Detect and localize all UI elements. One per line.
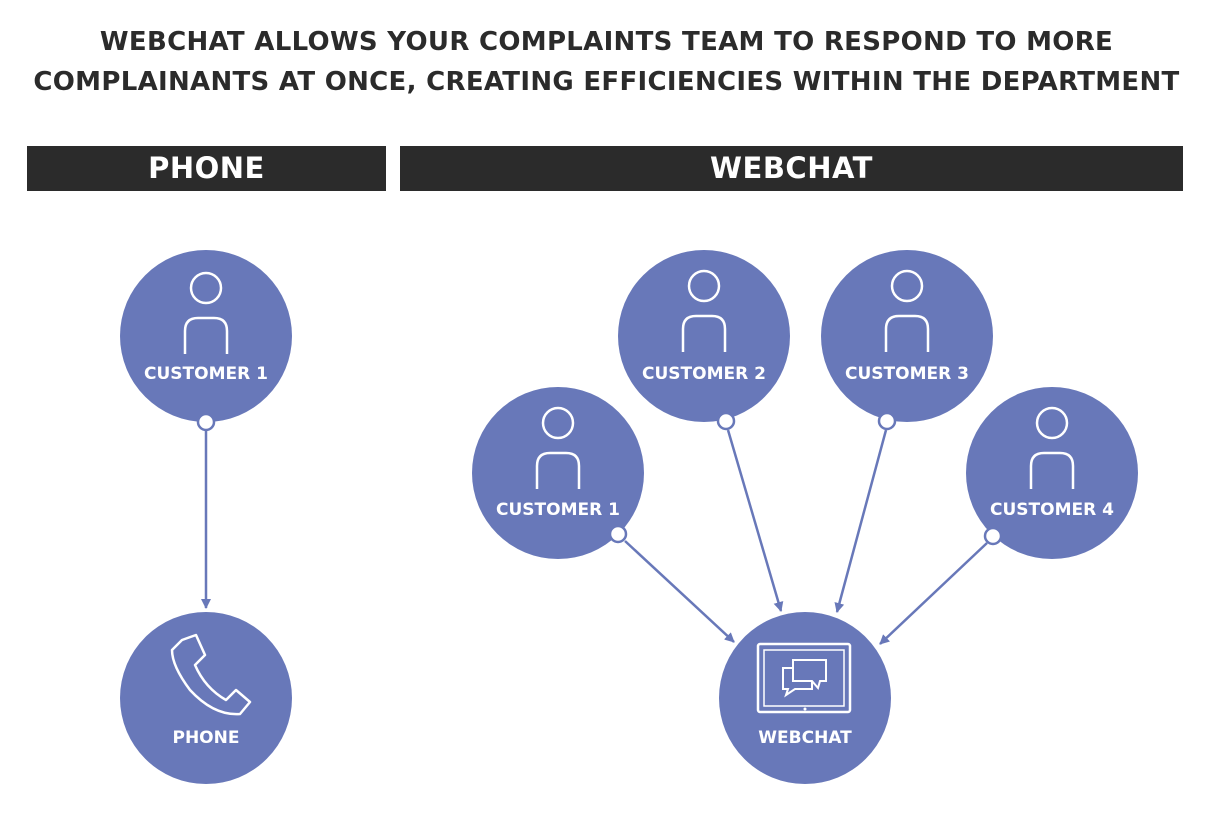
- webchat-customer-2-node: CUSTOMER 2: [618, 250, 790, 431]
- phone-customer-1-node: CUSTOMER 1: [120, 250, 292, 432]
- webchat-customer-2-label: CUSTOMER 2: [642, 364, 766, 384]
- webchat-customer-1-label: CUSTOMER 1: [496, 500, 620, 520]
- connector-dot: [608, 524, 628, 544]
- webchat-customer-4-label: CUSTOMER 4: [990, 500, 1114, 520]
- phone-node: PHONE: [120, 612, 292, 784]
- page-title: WEBCHAT ALLOWS YOUR COMPLAINTS TEAM TO R…: [0, 22, 1213, 102]
- title-line-1: WEBCHAT ALLOWS YOUR COMPLAINTS TEAM TO R…: [99, 27, 1114, 57]
- connector-webchat-customer-3: [834, 429, 888, 613]
- webchat-customer-3-label: CUSTOMER 3: [845, 364, 969, 384]
- chat-bubbles-monitor-icon: [756, 642, 852, 714]
- webchat-customer-1-node: CUSTOMER 1: [472, 387, 644, 559]
- phone-node-label: PHONE: [173, 728, 240, 748]
- webchat-node-label: WEBCHAT: [758, 728, 852, 748]
- connector-dot: [877, 411, 897, 431]
- connector-webchat-customer-4: [879, 542, 988, 645]
- connector-lines: [201, 429, 988, 645]
- connector-webchat-customer-1: [624, 540, 735, 643]
- webchat-node: WEBCHAT: [719, 612, 891, 784]
- section-header-webchat: WEBCHAT: [400, 146, 1183, 191]
- phone-customer-1-label: CUSTOMER 1: [144, 364, 268, 384]
- connector-dot: [196, 412, 216, 432]
- section-header-phone: PHONE: [27, 146, 386, 191]
- webchat-customer-3-node: CUSTOMER 3: [821, 250, 993, 431]
- connector-dot: [716, 411, 736, 431]
- phone-handset-icon: [170, 633, 252, 716]
- webchat-customer-4-node: CUSTOMER 4: [966, 387, 1138, 559]
- connector-webchat-customer-2: [726, 429, 784, 612]
- connector-dot: [983, 526, 1003, 546]
- title-line-2: COMPLAINANTS AT ONCE, CREATING EFFICIENC…: [33, 67, 1180, 97]
